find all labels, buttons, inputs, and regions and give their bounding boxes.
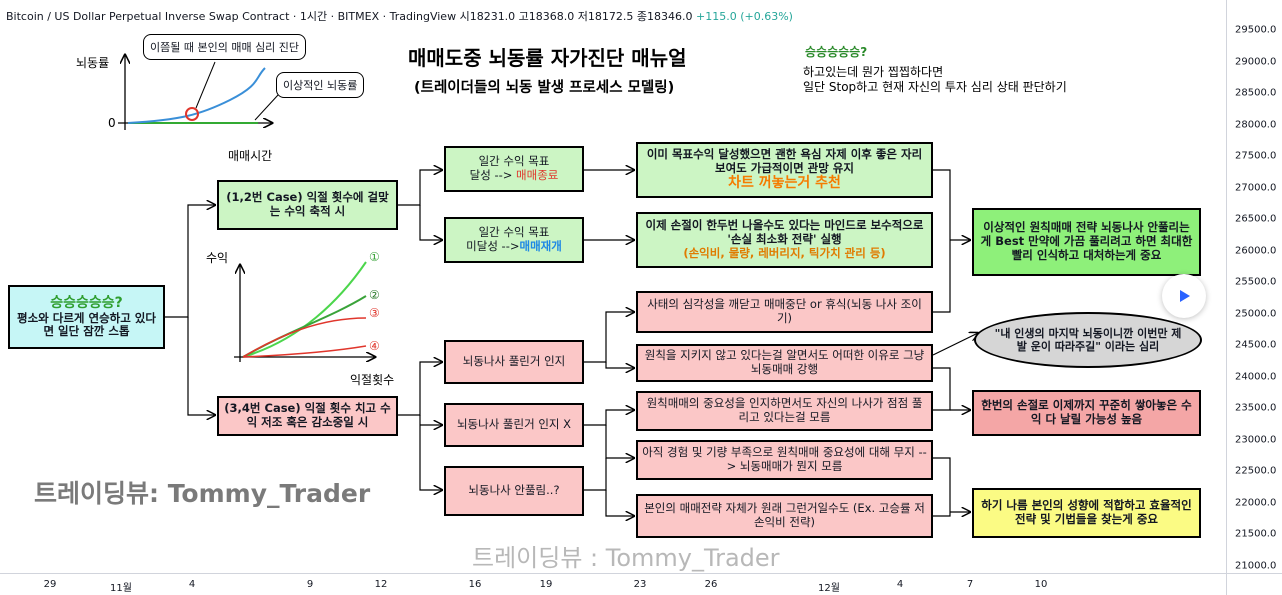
- price-tick: 24500.0: [1235, 339, 1277, 351]
- goal-met-box: 일간 수익 목표 달성 --> 매매종료: [444, 146, 584, 192]
- time-tick: 7: [966, 579, 974, 590]
- price-tick: 23000.0: [1235, 434, 1277, 445]
- goal-met-result-tip: 차트 꺼놓는거 추천: [728, 175, 841, 192]
- goal-unmet-arrow: 미달성 -->: [466, 239, 520, 253]
- play-button[interactable]: [1162, 274, 1206, 318]
- goal-met-arrow: 달성 -->: [469, 168, 517, 182]
- goal-unmet-result: 이제 손절이 한두번 나올수도 있다는 마인드로 보수적으로 '손실 최소화 전…: [636, 212, 933, 268]
- ohlc-values: 시18231.0 고18368.0 저18172.5 종18346.0: [456, 10, 693, 23]
- time-tick: 9: [306, 579, 314, 590]
- symbol-title: Bitcoin / US Dollar Perpetual Inverse Sw…: [6, 10, 457, 23]
- time-tick: 23: [633, 579, 647, 590]
- time-tick: 29: [43, 579, 57, 590]
- price-tick: 22000.0: [1235, 497, 1277, 508]
- danger-box: 한번의 손절로 이제까지 꾸준히 쌓아놓은 수익 다 날릴 가능성 높음: [972, 390, 1201, 436]
- price-tick: 23500.0: [1235, 402, 1277, 414]
- not-loose-box: 뇌동나사 안풀림..?: [444, 466, 584, 516]
- price-tick: 21000.0: [1235, 560, 1277, 571]
- author-watermark: 트레이딩뷰: Tommy_Trader: [34, 479, 371, 508]
- main-title: 매매도중 뇌동률 자가진단 매뉴얼: [408, 46, 687, 70]
- price-tick: 22500.0: [1235, 465, 1277, 477]
- rate-chart-xlabel: 매매시간: [228, 149, 273, 163]
- change-value: +115.0 (+0.63%): [692, 10, 793, 23]
- time-tick: 12월: [818, 583, 840, 594]
- top-right-heading: 승승승승승?: [805, 45, 868, 59]
- price-tick: 28000.0: [1235, 119, 1277, 130]
- goal-met-result-text: 이미 목표수익 달성했으면 괜한 욕심 자제 이후 좋은 자리 보여도 가급적이…: [646, 146, 923, 175]
- goal-unmet-label: 일간 수익 목표: [478, 225, 550, 240]
- price-tick: 25500.0: [1235, 276, 1277, 288]
- last-gamble-oval: "내 인생의 마지막 뇌동이니깐 이번만 제발 운이 따라주길" 이라는 심리: [974, 312, 1202, 368]
- marker-2: ②: [369, 288, 380, 302]
- loose-aware-box: 뇌동나사 풀린거 인지: [444, 340, 584, 384]
- goal-unmet-result-tip: (손익비, 물량, 레버리지, 틱가치 관리 등): [683, 245, 886, 260]
- price-tick: 25000.0: [1235, 308, 1277, 319]
- price-tick: 27500.0: [1235, 150, 1277, 162]
- price-tick: 24000.0: [1235, 371, 1277, 382]
- sub-title: (트레이더들의 뇌동 발생 프로세스 모델링): [414, 80, 675, 96]
- price-tick: 29000.0: [1235, 56, 1277, 67]
- loose-unaware-box: 뇌동나사 풀린거 인지 X: [444, 403, 584, 447]
- case12-box: (1,2번 Case) 익절 횟수에 걸맞는 수익 축적 시: [217, 180, 398, 230]
- goal-met-action: 매매종료: [516, 168, 559, 182]
- symbol-header: Bitcoin / US Dollar Perpetual Inverse Sw…: [6, 8, 793, 24]
- price-tick: 26500.0: [1235, 213, 1277, 225]
- marker-4: ④: [369, 339, 380, 353]
- time-axis[interactable]: 29 11월 4 9 12 16 19 23 26 12월 4 7 10: [0, 573, 1226, 595]
- case34-box: (3,4번 Case) 익절 횟수 치고 수익 저조 혹은 감소중일 시: [217, 396, 398, 436]
- diagram-canvas: [118, 0, 1226, 573]
- price-tick: 28500.0: [1235, 87, 1277, 99]
- time-tick: 10: [1034, 579, 1048, 590]
- goal-met-result: 이미 목표수익 달성했으면 괜한 욕심 자제 이후 좋은 자리 보여도 가급적이…: [636, 142, 933, 198]
- price-axis[interactable]: 29500.0 29000.0 28500.0 28000.0 27500.0 27000…: [1226, 0, 1282, 574]
- rate-chart-zero: 0: [108, 116, 116, 130]
- time-tick: 19: [539, 579, 553, 590]
- rate-chart: [118, 55, 279, 130]
- marker-3: ③: [369, 306, 380, 320]
- price-tick: 29500.0: [1235, 24, 1277, 36]
- profit-chart-ylabel: 수익: [206, 251, 229, 265]
- time-tick: 4: [896, 579, 904, 590]
- price-tick: 26000.0: [1235, 245, 1277, 256]
- root-box-body: 평소와 다르게 연승하고 있다면 일단 잠깐 스톱: [17, 310, 156, 339]
- time-tick: 11월: [110, 583, 132, 594]
- top-right-line1: 하고있는데 뭔가 찝찝하다면: [803, 65, 944, 79]
- root-box: 승승승승승? 평소와 다르게 연승하고 있다면 일단 잠깐 스톱: [8, 285, 165, 349]
- top-right-line2: 일단 Stop하고 현재 자신의 투자 심리 상태 판단하기: [803, 80, 1067, 94]
- rate-chart-ylabel: 뇌동률: [76, 56, 110, 70]
- callout-ideal: 이상적인 뇌동률: [276, 72, 365, 98]
- profit-chart-xlabel: 익절횟수: [350, 373, 395, 387]
- result-strategy-box: 본인의 매매전략 자체가 원래 그런거일수도 (Ex. 고승률 저손익비 전략): [636, 494, 933, 538]
- price-tick: 27000.0: [1235, 182, 1277, 193]
- goal-met-label: 일간 수익 목표: [478, 154, 550, 169]
- tradingview-watermark: 트레이딩뷰 : Tommy_Trader: [472, 544, 780, 572]
- result-ignorant-box: 아직 경험 및 기량 부족으로 원칙매매 중요성에 대해 무지 --> 뇌동매매…: [636, 440, 933, 480]
- profit-chart: [234, 261, 375, 362]
- goal-unmet-box: 일간 수익 목표 미달성 -->매매재개: [444, 217, 584, 263]
- result-unaware-box: 원칙매매의 중요성을 인지하면서도 자신의 나사가 점점 풀리고 있다는걸 모름: [636, 391, 933, 431]
- result-stop-box: 사태의 심각성을 깨닫고 매매중단 or 휴식(뇌동 나사 조이기): [636, 291, 933, 333]
- ideal-strategy-box: 이상적인 원칙매매 전략 뇌동나사 안풀리는게 Best 만약에 가끔 풀리려고…: [972, 208, 1201, 276]
- play-icon: [1180, 290, 1190, 302]
- goal-unmet-action: 매매재개: [519, 239, 562, 253]
- result-force-box: 원칙을 지키지 않고 있다는걸 알면서도 어떠한 이유로 그냥 뇌동매매 강행: [636, 344, 933, 382]
- time-tick: 16: [468, 579, 482, 590]
- axis-corner: [1226, 573, 1282, 595]
- price-tick: 21500.0: [1235, 528, 1277, 540]
- root-box-title: 승승승승승?: [50, 294, 123, 311]
- time-tick: 12: [374, 579, 388, 590]
- marker-1: ①: [369, 250, 380, 264]
- time-tick: 26: [704, 579, 718, 590]
- time-tick: 4: [188, 579, 196, 590]
- find-strategy-box: 하기 나름 본인의 성향에 적합하고 효율적인 전략 및 기법들을 찾는게 중요: [972, 488, 1201, 538]
- callout-diagnose: 이쯤될 때 본인의 매매 심리 진단: [143, 34, 307, 60]
- goal-unmet-result-text: 이제 손절이 한두번 나올수도 있다는 마인드로 보수적으로 '손실 최소화 전…: [645, 218, 924, 247]
